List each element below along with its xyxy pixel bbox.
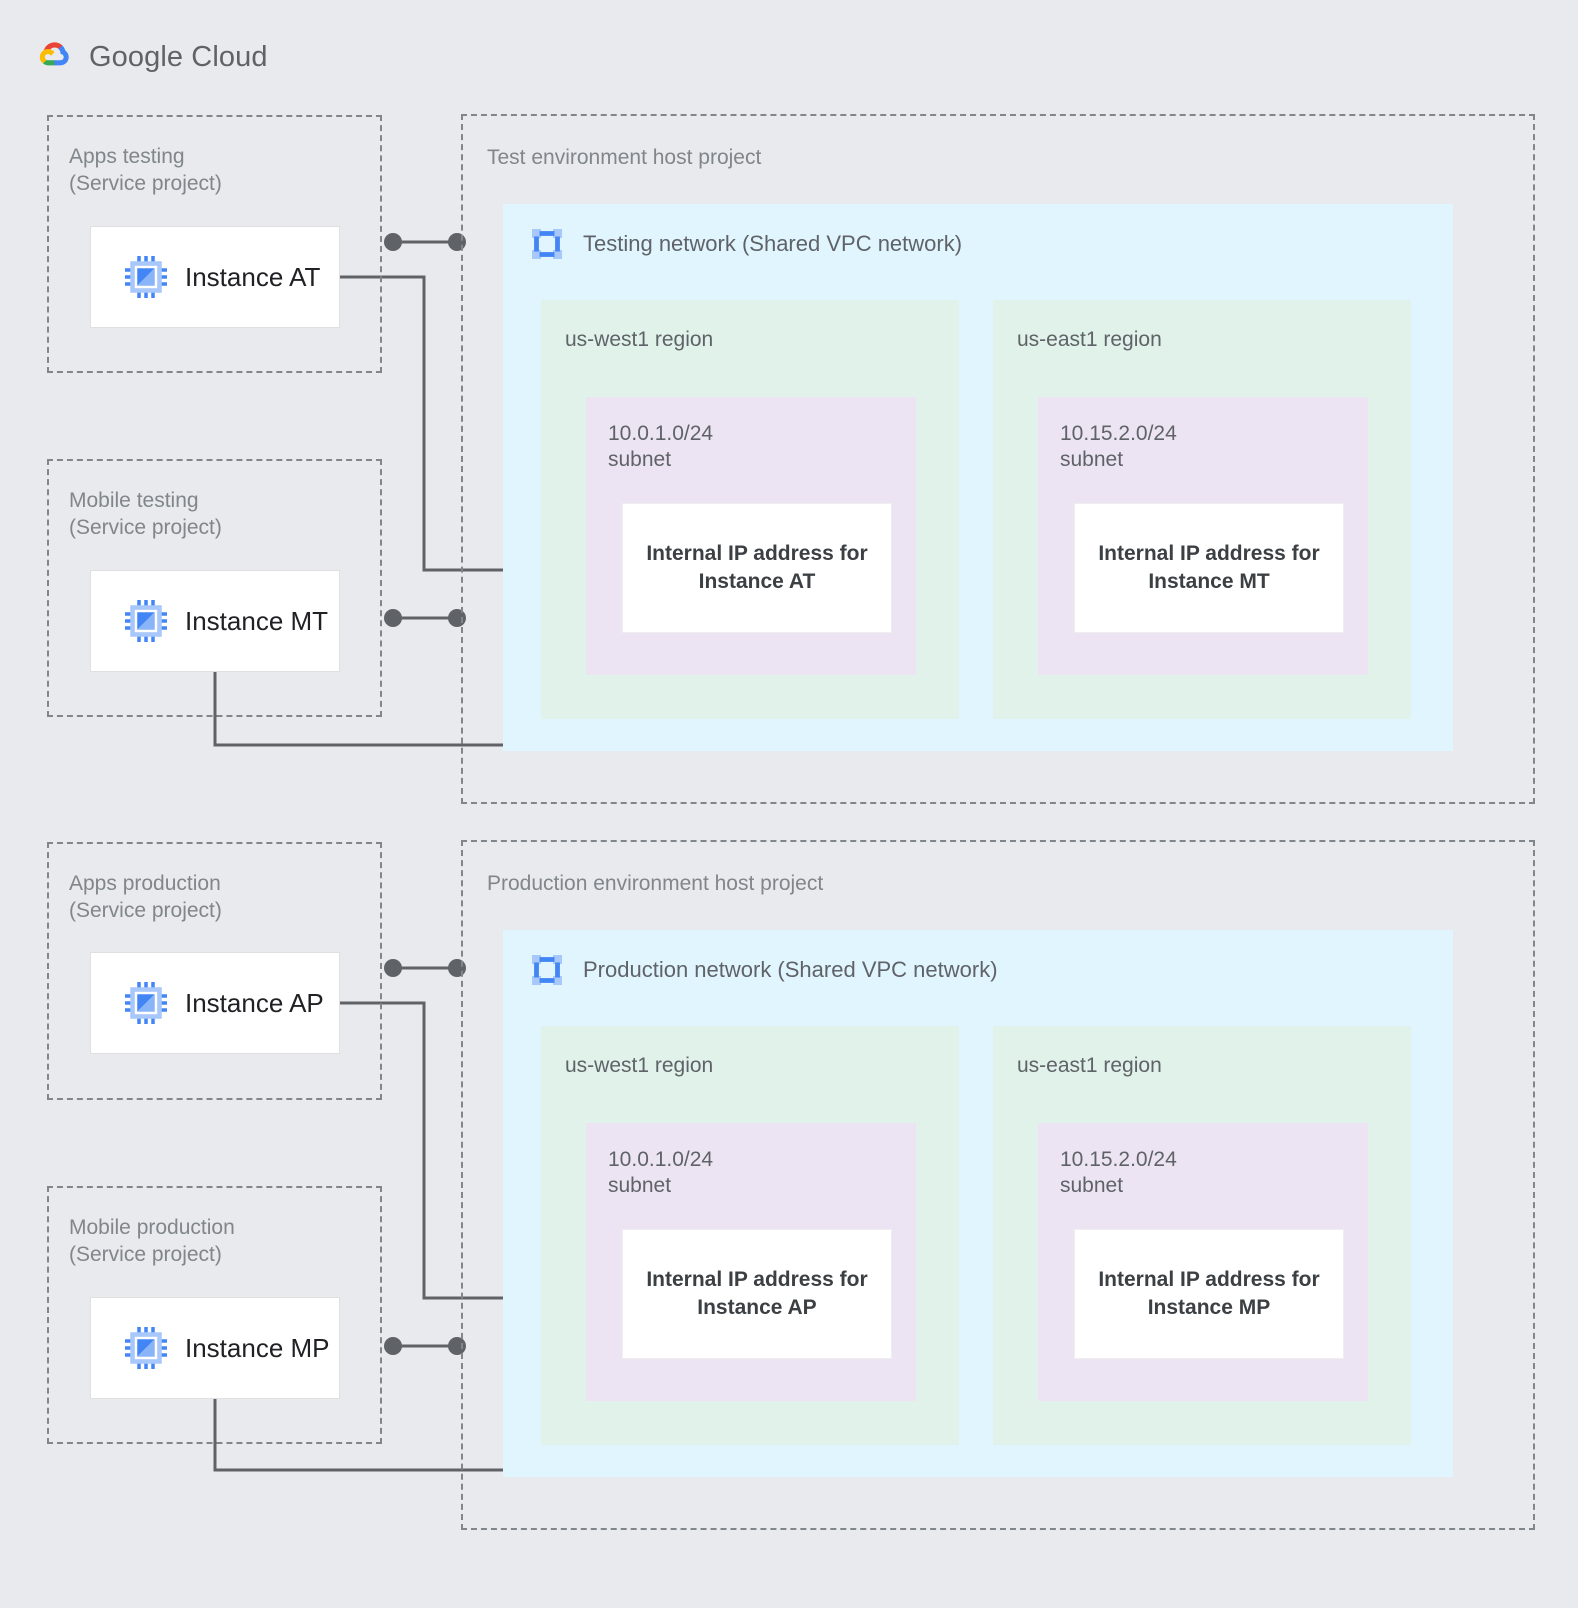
instance-card-mp[interactable]: Instance MP <box>90 1297 340 1399</box>
wire-dot-ap-left <box>384 959 402 977</box>
ip-card-instance-mt: Internal IP address for Instance MT <box>1074 503 1344 633</box>
region-label: us-east1 region <box>1017 1054 1162 1077</box>
vm-instance-icon <box>125 256 167 298</box>
instance-card-mt[interactable]: Instance MT <box>90 570 340 672</box>
ip-card-label: Internal IP address for Instance MT <box>1098 542 1320 593</box>
service-project-apps-production: Apps production (Service project) <box>47 842 382 1100</box>
region-us-west1-test: us-west1 region 10.0.1.0/24 subnet Inter… <box>541 300 959 719</box>
host-project-test: Test environment host project <box>461 114 1535 804</box>
vm-instance-icon <box>125 982 167 1024</box>
service-project-mobile-production: Mobile production (Service project) <box>47 1186 382 1444</box>
subnet-label: 10.15.2.0/24 subnet <box>1060 1148 1177 1197</box>
vpc-network-label: Production network (Shared VPC network) <box>583 957 998 982</box>
region-label: us-east1 region <box>1017 328 1162 351</box>
service-project-label: Apps testing (Service project) <box>69 145 222 195</box>
ip-card-label: Internal IP address for Instance AP <box>646 1268 868 1319</box>
vpc-network-production: Production network (Shared VPC network) … <box>503 930 1453 1477</box>
service-project-mobile-testing: Mobile testing (Service project) <box>47 459 382 717</box>
ip-card-instance-at: Internal IP address for Instance AT <box>622 503 892 633</box>
ip-card-label: Internal IP address for Instance MP <box>1098 1268 1320 1319</box>
wire-dot-mp-left <box>384 1337 402 1355</box>
region-us-west1-production: us-west1 region 10.0.1.0/24 subnet Inter… <box>541 1026 959 1445</box>
region-label: us-west1 region <box>565 1054 714 1077</box>
vm-instance-icon <box>125 1327 167 1369</box>
subnet-10-15-2-0-24-production: 10.15.2.0/24 subnet Internal IP address … <box>1038 1123 1368 1401</box>
ip-card-label: Internal IP address for Instance AT <box>646 542 868 593</box>
region-us-east1-production: us-east1 region 10.15.2.0/24 subnet Inte… <box>993 1026 1411 1445</box>
wire-dot-at-left <box>384 233 402 251</box>
service-project-label: Mobile production (Service project) <box>69 1216 235 1266</box>
google-cloud-logo-icon <box>39 42 69 66</box>
vpc-network-testing: Testing network (Shared VPC network) us-… <box>503 204 1453 751</box>
instance-label: Instance MT <box>185 605 329 636</box>
vpc-network-header: Production network (Shared VPC network) <box>529 952 998 988</box>
instance-label: Instance AP <box>185 987 324 1018</box>
subnet-10-0-1-0-24-production: 10.0.1.0/24 subnet Internal IP address f… <box>586 1123 916 1401</box>
brand-header: Google Cloud <box>33 36 268 78</box>
subnet-label: 10.0.1.0/24 subnet <box>608 422 714 471</box>
vpc-network-icon <box>532 955 562 985</box>
vpc-network-icon <box>532 229 562 259</box>
service-project-label: Mobile testing (Service project) <box>69 489 222 539</box>
subnet-label: 10.15.2.0/24 subnet <box>1060 422 1177 471</box>
instance-card-ap[interactable]: Instance AP <box>90 952 340 1054</box>
host-project-production: Production environment host project <box>461 840 1535 1530</box>
vpc-network-header: Testing network (Shared VPC network) <box>529 226 962 262</box>
ip-card-instance-ap: Internal IP address for Instance AP <box>622 1229 892 1359</box>
service-project-apps-testing: Apps testing (Service project) <box>47 115 382 373</box>
brand-wordmark: Google Cloud <box>89 41 268 74</box>
brand-name-light: Cloud <box>183 40 268 73</box>
instance-label: Instance MP <box>185 1332 330 1363</box>
subnet-10-0-1-0-24-test: 10.0.1.0/24 subnet Internal IP address f… <box>586 397 916 675</box>
vpc-network-label: Testing network (Shared VPC network) <box>583 231 963 256</box>
service-project-label: Apps production (Service project) <box>69 872 222 922</box>
instance-label: Instance AT <box>185 261 321 292</box>
wire-dot-mt-left <box>384 609 402 627</box>
vm-instance-icon <box>125 600 167 642</box>
brand-name-bold: Google <box>89 40 184 73</box>
region-us-east1-test: us-east1 region 10.15.2.0/24 subnet Inte… <box>993 300 1411 719</box>
host-project-label: Production environment host project <box>487 872 824 895</box>
subnet-10-15-2-0-24-test: 10.15.2.0/24 subnet Internal IP address … <box>1038 397 1368 675</box>
host-project-label: Test environment host project <box>487 146 762 169</box>
instance-card-at[interactable]: Instance AT <box>90 226 340 328</box>
region-label: us-west1 region <box>565 328 714 351</box>
ip-card-instance-mp: Internal IP address for Instance MP <box>1074 1229 1344 1359</box>
subnet-label: 10.0.1.0/24 subnet <box>608 1148 714 1197</box>
